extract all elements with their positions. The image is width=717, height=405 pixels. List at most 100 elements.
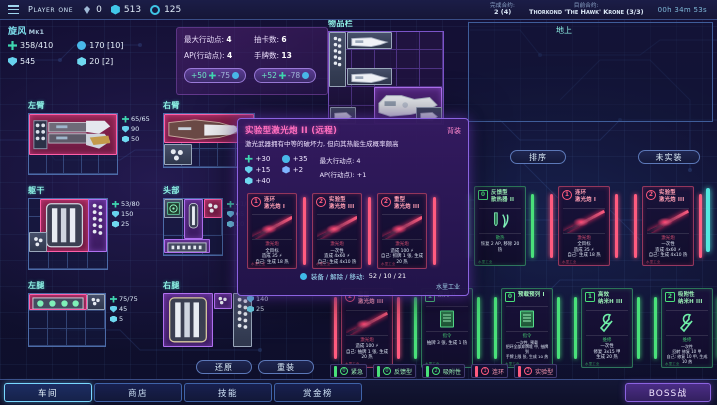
tooltip-card-2[interactable]: 2 实验型 激光炮 III 激光炮 一次性 造成 4x60 ⚡ 自己: 生成 4… (312, 192, 362, 269)
card-slot-5[interactable]: 1 预列 II 指令 抽牌 3 张, 生成 1 热 水里工业 (414, 288, 480, 368)
module-dots-icon (34, 237, 43, 247)
right-arm-module[interactable] (164, 144, 192, 165)
boss-battle-button[interactable]: BOSS战 (625, 383, 711, 402)
card-slot-6[interactable]: 0 预载预列 I 指令 一次性, 预载 把环全部弃牌堆 中, 抽牌到 手牌上限 … (494, 288, 560, 368)
card-type: 激光炮 (577, 235, 591, 241)
ground-label: 地上 (556, 26, 572, 35)
card-slot-8[interactable]: 2 吸附性 纳米H III 维修 一次性 回转 修复 10 甲 自己: 修复 1… (654, 288, 717, 368)
draw-value: 6 (281, 35, 287, 44)
shield-icon (245, 166, 253, 174)
card-type: 激光炮 (265, 242, 279, 248)
card-edge-glow (699, 194, 702, 258)
left-leg-equipment[interactable] (29, 294, 87, 310)
left-arm-equipment[interactable] (29, 114, 117, 155)
card-adsorptive-nano[interactable]: 2 吸附性 纳米H III 维修 一次性 回转 修复 10 甲 自己: 修复 1… (661, 288, 713, 368)
card-type: 指令 (522, 334, 532, 339)
tooltip-card-1[interactable]: 1 连环 激光炮 I 激光炮 全目标 造成 35 ⚡ 自己: 生成 18 热 水… (247, 192, 297, 269)
card-header: 2 重型 激光炮 III (381, 196, 423, 211)
card-heavy-laser[interactable]: 2 重型 激光炮 III 激光炮 造成 100 ⚡ 自己: 抽牌 1 张, 生成… (341, 288, 393, 368)
head-module-dots[interactable] (204, 199, 222, 218)
card-slot-7[interactable]: 1 高效 纳米H III 维修 一次性 修复 3x15 甲 生成 20 热 水里… (574, 288, 640, 368)
weapon-sprite (351, 73, 389, 83)
card-queue[interactable]: 1 预列 II 指令 抽牌 3 张, 生成 1 热 水里工业 (421, 288, 473, 368)
card-slot-1[interactable]: 0 反馈型 散热器 II 散热 恢复 2 AP, 移除 20 热 水里工业 (466, 186, 534, 266)
card-cost: 1 (251, 196, 261, 207)
inventory-item-dots[interactable] (329, 32, 346, 87)
card-edge-glow (557, 297, 560, 359)
card-heatsink[interactable]: 0 反馈型 散热器 II 散热 恢复 2 AP, 移除 20 热 水里工业 (474, 186, 526, 266)
card-art (586, 309, 628, 336)
part-left-leg-title: 左腿 (28, 281, 45, 290)
card-preload-queue[interactable]: 0 预载预列 I 指令 一次性, 预载 把环全部弃牌堆 中, 抽牌到 手牌上限 … (501, 288, 553, 368)
right-leg-side-module[interactable] (233, 293, 252, 347)
left-arm-weapon-sprite (33, 120, 111, 150)
hand-card-3[interactable]: 2 吸附性 (422, 364, 466, 378)
tab-shop[interactable]: 商店 (94, 383, 182, 402)
unequipped-button[interactable]: 未实装 (638, 150, 700, 164)
card-name: 实验型 激光炮 III (659, 190, 685, 203)
ap-delta-2-plus: +52 (261, 71, 277, 80)
hand-card-4[interactable]: 1 连环 (471, 364, 509, 378)
tooltip-card-3[interactable]: 2 重型 激光炮 III 激光炮 造成 100 ⚡ 自己: 抓牌 1 张, 生成… (377, 192, 427, 269)
head-equipment[interactable] (184, 199, 203, 239)
part-slot-left-arm[interactable]: 左臂 (28, 100, 150, 175)
inventory-item-weapon-1[interactable] (347, 32, 392, 49)
card-footer: 水里工业 (646, 259, 661, 264)
card-chain-laser[interactable]: 1 连环 激光炮 I 激光炮 全目标 造成 35 ⚡ 自己: 生成 18 热 水… (558, 186, 610, 266)
part-slot-left-leg[interactable]: 左腿 (28, 280, 138, 347)
card-edge-glow (477, 297, 480, 359)
part-slot-torso[interactable]: 躯干 (28, 185, 140, 270)
card-slot-4[interactable]: 2 重型 激光炮 III 激光炮 造成 100 ⚡ 自己: 抽牌 1 张, 生成… (334, 288, 400, 368)
left-leg-module[interactable] (87, 294, 105, 310)
card-slot-3[interactable]: 2 实验型 激光炮 III 激光炮 一次性 造成 4x60 ⚡ 自己: 生成 4… (634, 186, 702, 266)
shield-icon (122, 125, 129, 133)
card-slot-2[interactable]: 1 连环 激光炮 I 激光炮 全目标 造成 35 ⚡ 自己: 生成 18 热 水… (550, 186, 618, 266)
shield-icon (247, 295, 254, 303)
card-type: 激光炮 (330, 242, 344, 248)
card-cost: 2 (316, 196, 326, 207)
left-arm-shield: 90 (122, 125, 150, 133)
part-right-leg-body: 140 25 (163, 293, 268, 347)
card-footer: 水里工业 (425, 362, 439, 366)
head-sensor-module[interactable] (164, 199, 183, 218)
sort-button[interactable]: 排序 (510, 150, 566, 164)
head-lower-module[interactable] (164, 239, 210, 253)
torso-shield: 150 (112, 210, 140, 218)
heat-icon (247, 305, 254, 313)
torso-module[interactable] (29, 232, 47, 252)
card-type: 散热 (495, 235, 505, 241)
tab-bounty[interactable]: 赏金榜 (274, 383, 362, 402)
tab-skills[interactable]: 技能 (184, 383, 272, 402)
part-slot-right-leg[interactable]: 右腿 (163, 280, 268, 347)
mech-name-text: 旋风 (8, 27, 27, 37)
tab-workshop[interactable]: 车间 (4, 383, 92, 402)
ap-delta-button-2[interactable]: +52 -78 (254, 68, 317, 83)
hand-card-1[interactable]: 0 紧急 (330, 364, 368, 378)
restore-button[interactable]: 还原 (196, 360, 252, 374)
torso-equipment-side[interactable] (88, 199, 107, 252)
card-text: 一次性 回转 修复 10 甲 自己: 修复 10 甲, 生成 10 热 (666, 344, 708, 364)
card-experimental-laser[interactable]: 2 实验型 激光炮 III 激光炮 一次性 造成 4x60 ⚡ 自己: 生成 4… (642, 186, 694, 266)
mech-heat-value: 20 [2] (89, 57, 114, 66)
laser-beam-icon (563, 209, 605, 233)
right-leg-equipment[interactable] (163, 293, 213, 347)
tooltip-stats-col2: +35 +2 (282, 155, 308, 185)
reload-button[interactable]: 重装 (258, 360, 314, 374)
laser-beam-icon (346, 311, 388, 335)
heatsink-icon (494, 211, 509, 228)
right-leg-module[interactable] (214, 293, 232, 309)
module-dots-icon (91, 297, 100, 306)
mech-stat-heat: 20 [2] (77, 57, 123, 66)
torso-equipment-core[interactable] (40, 199, 89, 252)
mech-stat-energy: 170 [10] (77, 41, 123, 50)
card-art (666, 309, 708, 336)
hand-card-2[interactable]: 0 反馈型 (373, 364, 417, 378)
ap-delta-button-1[interactable]: +50 -75 (184, 68, 247, 83)
card-efficient-nano[interactable]: 1 高效 纳米H III 维修 一次性 修复 3x15 甲 生成 20 热 水里… (581, 288, 633, 368)
hand-card-5[interactable]: 2 实验型 (514, 364, 558, 378)
inventory-item-weapon-2[interactable] (347, 68, 392, 85)
hp-icon (208, 72, 216, 79)
card-art (479, 207, 521, 234)
hamburger-menu-icon[interactable] (8, 5, 19, 14)
